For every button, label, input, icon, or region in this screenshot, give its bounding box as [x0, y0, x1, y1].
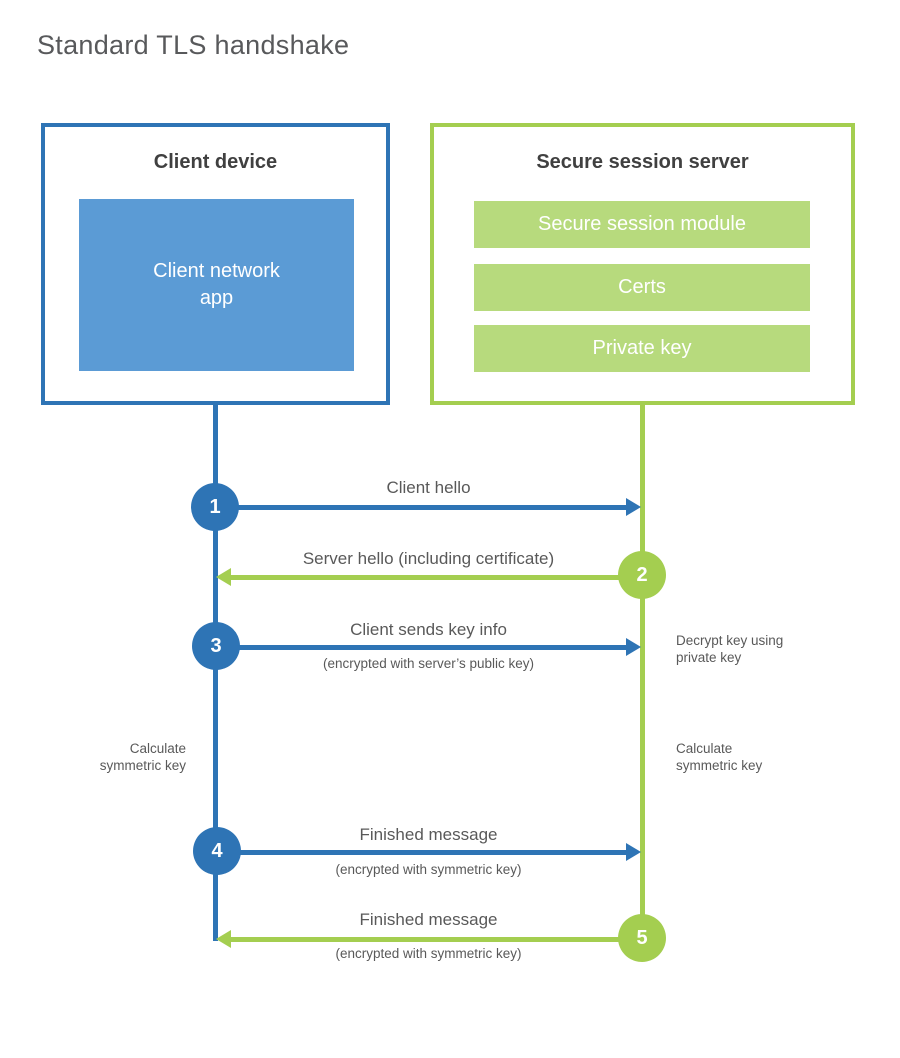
step-3-arrowhead [626, 638, 641, 656]
step-5-circle: 5 [618, 914, 666, 962]
server-module-private-key: Private key [474, 325, 810, 372]
note-decrypt-key: Decrypt key using private key [676, 633, 784, 666]
step-4-sublabel: (encrypted with symmetric key) [335, 862, 522, 877]
server-module-certs: Certs [474, 264, 810, 311]
note-calc-symmetric-left: Calculate symmetric key [99, 741, 186, 774]
step-3-arrow [216, 645, 628, 650]
step-1-label: Client hello [386, 478, 471, 497]
step-5-arrow [231, 937, 642, 942]
page-title: Standard TLS handshake [37, 30, 350, 60]
step-1-arrow [215, 505, 628, 510]
step-2-label: Server hello (including certificate) [302, 549, 555, 568]
step-4-circle: 4 [193, 827, 241, 875]
step-2-circle: 2 [618, 551, 666, 599]
step-4-label: Finished message [359, 825, 498, 844]
server-box: Secure session server Secure session mod… [430, 123, 855, 405]
step-5-arrowhead [216, 930, 231, 948]
client-network-app-block: Client network app [79, 199, 354, 371]
step-2-arrow [231, 575, 642, 580]
step-3-sublabel: (encrypted with server’s public key) [322, 656, 535, 671]
step-4-arrow [217, 850, 628, 855]
step-3-circle: 3 [192, 622, 240, 670]
client-device-title: Client device [153, 151, 278, 173]
server-title: Secure session server [536, 151, 749, 173]
step-3-label: Client sends key info [350, 620, 507, 639]
server-lifeline [640, 405, 645, 938]
client-device-box: Client device Client network app [41, 123, 390, 405]
step-5-label: Finished message [359, 910, 498, 929]
note-calc-symmetric-right: Calculate symmetric key [676, 741, 763, 774]
client-lifeline [213, 405, 218, 941]
server-module-secure-session: Secure session module [474, 201, 810, 248]
step-2-arrowhead [216, 568, 231, 586]
step-1-arrowhead [626, 498, 641, 516]
step-4-arrowhead [626, 843, 641, 861]
step-5-sublabel: (encrypted with symmetric key) [335, 946, 522, 961]
step-1-circle: 1 [191, 483, 239, 531]
